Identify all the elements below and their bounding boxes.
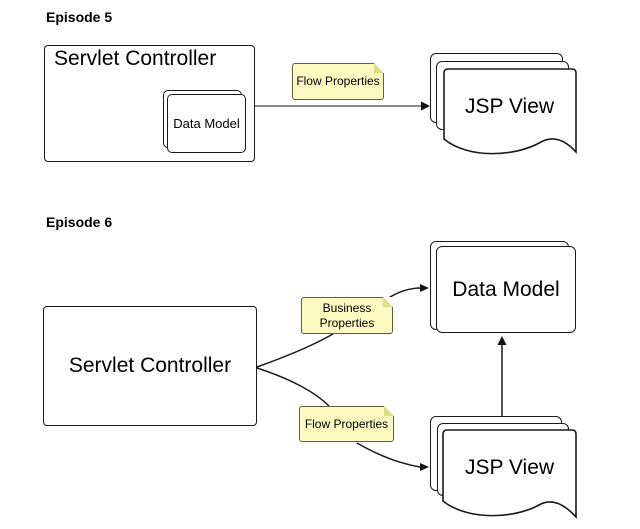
ep6-flow-properties-note: Flow Properties	[299, 406, 394, 442]
ep6-business-to-datamodel-arrow	[386, 284, 429, 300]
ep6-jsp-view-text: JSP View	[464, 456, 555, 479]
episode6-title: Episode 6	[46, 214, 113, 230]
ep5-flow-properties-label: Flow Properties	[296, 74, 380, 89]
episode5-title: Episode 5	[46, 9, 113, 25]
ep6-servlet-controller-label: Servlet Controller	[68, 354, 232, 377]
ep5-flow-properties-note: Flow Properties	[292, 63, 384, 100]
ep6-jsp-view-label: JSP View	[443, 447, 576, 489]
ep5-jsp-view-label: JSP View	[443, 86, 576, 128]
ep6-servlet-to-business-curve	[256, 333, 334, 368]
ep6-data-model-label: Data Model	[452, 277, 560, 301]
ep5-data-model-box: Data Model	[167, 94, 246, 153]
ep6-data-model-box: Data Model	[436, 246, 576, 333]
ep6-servlet-controller-box: Servlet Controller	[43, 306, 257, 426]
ep6-jspview-to-datamodel-arrow	[497, 336, 507, 416]
ep6-servlet-to-flow-curve	[256, 367, 330, 407]
ep6-flow-to-jspview-arrow	[356, 442, 429, 471]
ep5-data-model-label: Data Model	[173, 116, 240, 131]
ep6-business-properties-label: Business Properties	[319, 301, 375, 330]
ep5-servlet-controller-label: Servlet Controller	[54, 47, 217, 70]
ep5-flow-arrow	[255, 101, 430, 111]
ep6-business-properties-note: Business Properties	[301, 297, 393, 334]
ep6-flow-properties-label: Flow Properties	[304, 416, 389, 431]
ep5-jsp-view-text: JSP View	[464, 95, 555, 118]
